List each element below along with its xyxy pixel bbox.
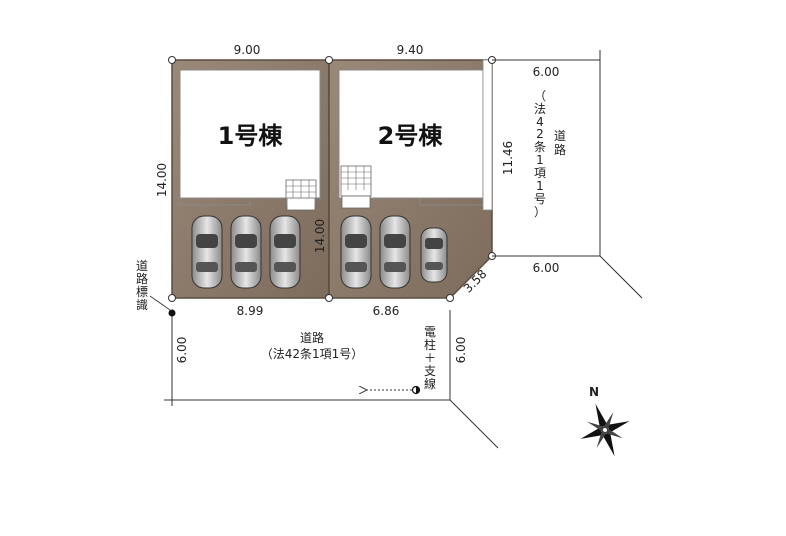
lot-2-width-top: 9.40: [397, 43, 424, 57]
side-road-width-bottom: 6.00: [533, 261, 560, 275]
lot-2: 2号棟: [328, 59, 493, 299]
utility-pole-marker: 電柱＋支線: [366, 325, 436, 395]
lot-1-width-bottom: 8.99: [237, 304, 264, 318]
front-road-width-right: 6.00: [454, 337, 468, 364]
lot-1-car-1: [191, 215, 223, 289]
lot-2-car-1: [340, 215, 372, 289]
lot-1-entrance-steps: [285, 179, 317, 211]
lot-1-depth-right: 14.00: [313, 219, 327, 253]
lot-2-car-2: [379, 215, 411, 289]
lot-1-width-top: 9.00: [234, 43, 261, 57]
lot-1-house: [179, 69, 321, 199]
road-sign-label: 道路標識: [136, 259, 148, 312]
front-road-name: 道路: [300, 330, 324, 345]
utility-pole-label: 電柱＋支線: [424, 325, 436, 391]
lot-2-side-path: [482, 59, 493, 211]
survey-points: [168, 56, 496, 302]
compass-north-icon: [595, 403, 608, 428]
lot-1: 1号棟: [171, 59, 330, 299]
front-road-width-left: 6.00: [175, 337, 189, 364]
road-sign-icon: [168, 309, 176, 317]
lot-1-car-3: [269, 215, 301, 289]
lot-2-entrance-steps: [340, 165, 372, 209]
front-road: 6.00 6.00 道路 （法42条1項1号）: [164, 310, 499, 449]
lot-2-car-3: [420, 227, 448, 283]
lot-2-name: 2号棟: [378, 122, 444, 150]
lot-1-house-edge: [179, 198, 251, 206]
lot-2-depth-right: 11.46: [501, 141, 515, 175]
side-road-name: 道路: [554, 129, 566, 157]
side-road-width-top: 6.00: [533, 65, 560, 79]
compass-label: N: [589, 385, 599, 399]
front-road-note: （法42条1項1号）: [261, 347, 364, 361]
compass-rose: [580, 403, 630, 457]
lot-1-depth-left: 14.00: [155, 163, 169, 197]
lot-1-car-2: [230, 215, 262, 289]
road-sign-marker: 道路標識: [136, 259, 176, 317]
lot-2-width-bottom: 6.86: [373, 304, 400, 318]
lot-1-name: 1号棟: [218, 122, 284, 150]
